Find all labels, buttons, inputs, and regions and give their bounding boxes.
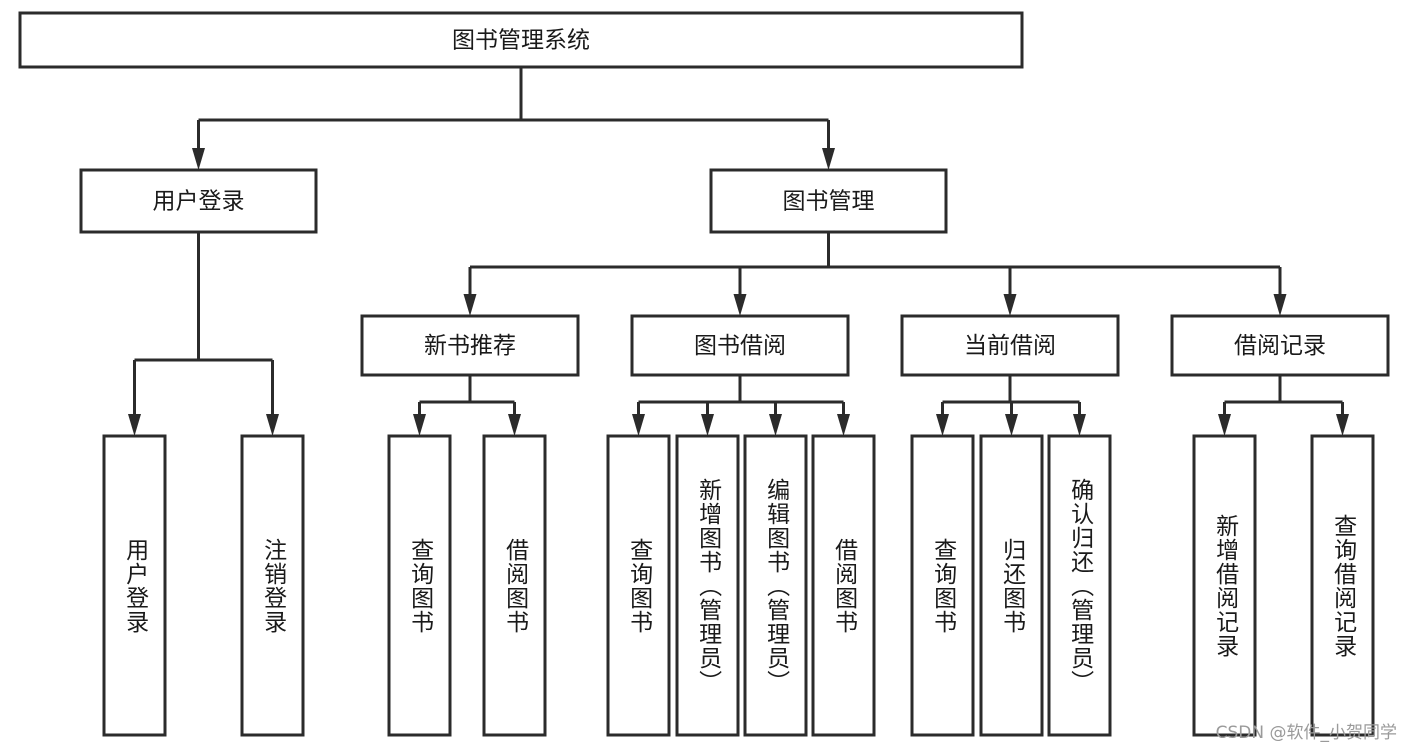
node-box-leaf-borrow-book-2[interactable]: [811, 434, 876, 737]
node-box-leaf-edit-book[interactable]: [743, 434, 808, 737]
node-box-book-manage[interactable]: [709, 168, 948, 234]
node-box-current-borrow[interactable]: [900, 314, 1120, 377]
node-box-new-book-rec[interactable]: [360, 314, 580, 377]
node-box-leaf-add-record[interactable]: [1192, 434, 1257, 737]
node-box-leaf-query-book-3[interactable]: [910, 434, 975, 737]
watermark: CSDN @软件_小贺同学: [1215, 723, 1397, 743]
node-label-current-borrow: 当前借阅: [964, 333, 1056, 359]
node-box-leaf-query-book-2[interactable]: [606, 434, 671, 737]
node-box-leaf-user-logout[interactable]: [240, 434, 305, 737]
edge-layer: [128, 67, 1349, 436]
node-box-leaf-add-book[interactable]: [675, 434, 740, 737]
node-box-root[interactable]: [18, 11, 1024, 69]
node-box-leaf-user-login[interactable]: [102, 434, 167, 737]
node-box-leaf-confirm-return[interactable]: [1047, 434, 1112, 737]
node-box-user-login[interactable]: [79, 168, 318, 234]
node-label-book-borrow: 图书借阅: [694, 333, 786, 359]
node-box-leaf-borrow-book-1[interactable]: [482, 434, 547, 737]
node-box-book-borrow[interactable]: [630, 314, 850, 377]
node-box-leaf-query-book-1[interactable]: [387, 434, 452, 737]
node-label-user-login: 用户登录: [153, 189, 245, 215]
node-box-leaf-query-record[interactable]: [1310, 434, 1375, 737]
node-box-borrow-record[interactable]: [1170, 314, 1390, 377]
node-box-leaf-return-book[interactable]: [979, 434, 1044, 737]
node-label-root: 图书管理系统: [452, 28, 590, 54]
node-label-borrow-record: 借阅记录: [1234, 333, 1326, 359]
node-label-book-manage: 图书管理: [783, 189, 875, 215]
node-label-new-book-rec: 新书推荐: [424, 333, 516, 359]
